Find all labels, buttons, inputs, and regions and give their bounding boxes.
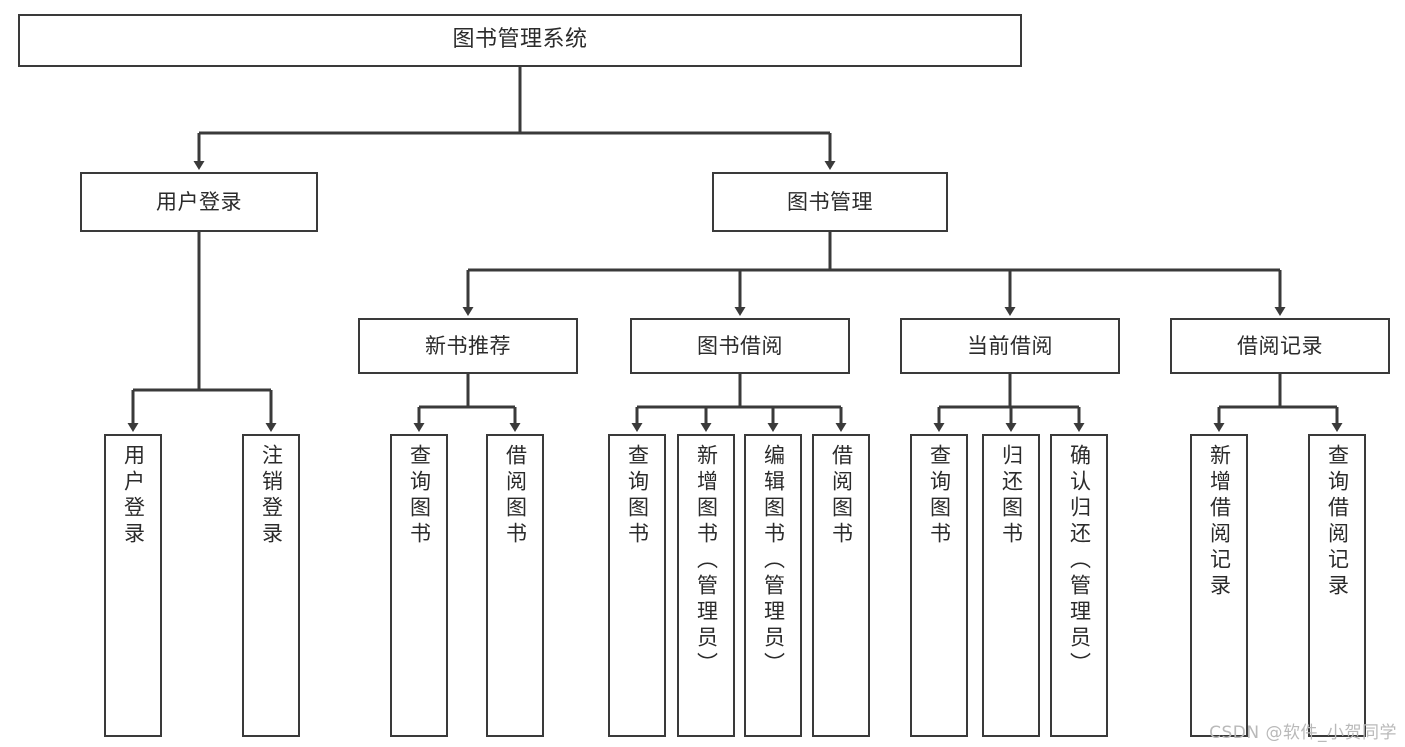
- node-label: 借阅图书: [829, 444, 854, 548]
- node-root[interactable]: 图书管理系统: [18, 14, 1022, 67]
- node-label: 编辑图书（管理员）: [761, 444, 786, 678]
- node-leaf-query-rec[interactable]: 查询借阅记录: [1308, 434, 1366, 737]
- node-leaf-return[interactable]: 归还图书: [982, 434, 1040, 737]
- node-leaf-add-book[interactable]: 新增图书（管理员）: [677, 434, 735, 737]
- node-label: 借阅图书: [503, 444, 528, 548]
- node-leaf-confirm[interactable]: 确认归还（管理员）: [1050, 434, 1108, 737]
- node-current-borrow[interactable]: 当前借阅: [900, 318, 1120, 374]
- node-book-borrow[interactable]: 图书借阅: [630, 318, 850, 374]
- node-leaf-borrow-2[interactable]: 借阅图书: [812, 434, 870, 737]
- node-leaf-edit-book[interactable]: 编辑图书（管理员）: [744, 434, 802, 737]
- node-label: 用户登录: [156, 189, 242, 214]
- node-leaf-user-login[interactable]: 用户登录: [104, 434, 162, 737]
- node-user-login[interactable]: 用户登录: [80, 172, 318, 232]
- node-label: 借阅记录: [1237, 333, 1323, 358]
- node-label: 查询借阅记录: [1325, 444, 1350, 600]
- node-label: 查询图书: [407, 444, 432, 548]
- node-label: 图书管理系统: [452, 27, 588, 53]
- node-label: 注销登录: [259, 444, 284, 548]
- node-label: 用户登录: [121, 444, 146, 548]
- node-book-manage[interactable]: 图书管理: [712, 172, 948, 232]
- node-label: 当前借阅: [967, 333, 1053, 358]
- node-label: 图书借阅: [697, 333, 783, 358]
- node-leaf-query-3[interactable]: 查询图书: [910, 434, 968, 737]
- node-borrow-record[interactable]: 借阅记录: [1170, 318, 1390, 374]
- node-new-book-rec[interactable]: 新书推荐: [358, 318, 578, 374]
- node-leaf-borrow-1[interactable]: 借阅图书: [486, 434, 544, 737]
- watermark: CSDN @软件_小贺同学: [1209, 723, 1397, 743]
- node-leaf-add-rec[interactable]: 新增借阅记录: [1190, 434, 1248, 737]
- node-label: 新增借阅记录: [1207, 444, 1232, 600]
- node-leaf-query-1[interactable]: 查询图书: [390, 434, 448, 737]
- node-label: 查询图书: [927, 444, 952, 548]
- node-leaf-query-2[interactable]: 查询图书: [608, 434, 666, 737]
- node-leaf-logout[interactable]: 注销登录: [242, 434, 300, 737]
- node-label: 确认归还（管理员）: [1067, 444, 1092, 678]
- node-label: 新书推荐: [425, 333, 511, 358]
- node-label: 归还图书: [999, 444, 1024, 548]
- node-label: 查询图书: [625, 444, 650, 548]
- node-label: 图书管理: [787, 189, 873, 214]
- node-label: 新增图书（管理员）: [694, 444, 719, 678]
